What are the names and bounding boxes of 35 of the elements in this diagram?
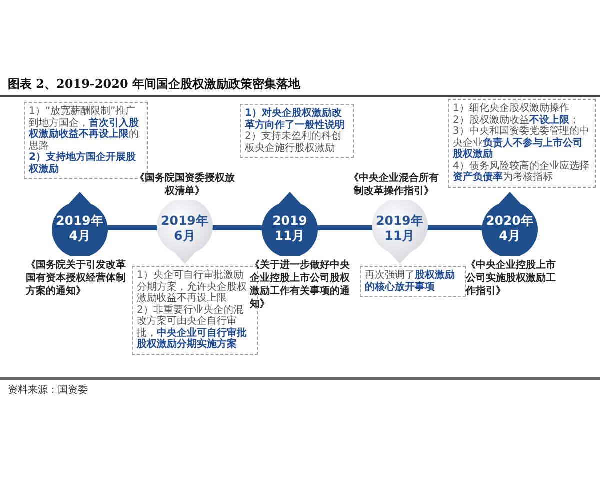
note-text: 2）股权激励收益不设上限； xyxy=(453,114,580,126)
document-title: 《国务院关于引发改革国有资本授权经营体制方案的通知》 xyxy=(26,259,126,298)
note-text: 3）中央和国资委党委管理的中央企业负责人不参与上市公司股权激励 xyxy=(453,126,590,160)
date-label: 2019年 11月 xyxy=(375,213,425,243)
document-title: 《中央企业控股上市公司实施股权激励工作指引》 xyxy=(466,259,557,298)
note-text: 再次强调了股权激励的核心放开事项 xyxy=(365,270,456,293)
date-label: 2020年 4月 xyxy=(485,213,535,243)
document-title: 《中央企业混合所有制改革操作指引》 xyxy=(348,172,440,198)
timeline-line xyxy=(212,226,263,230)
note-text: 1）对央企股权激励改革方向作了一般性说明 xyxy=(245,108,346,130)
date-marker xyxy=(156,200,214,264)
timeline-line xyxy=(427,226,483,230)
note-box xyxy=(240,104,354,158)
date-marker xyxy=(261,192,319,256)
note-text: 4）债务风险较高的企业应选择资产负债率为考核指标 xyxy=(453,160,590,184)
note-text: 2）支持地方国企开展股权激励 xyxy=(29,152,137,175)
note-box xyxy=(448,99,596,188)
date-label: 2019年 4月 xyxy=(55,213,105,243)
note-text: 2）支持未盈利的科创板央企施行股权激励 xyxy=(245,131,342,154)
source-note: 资料来源：国资委 xyxy=(8,384,88,397)
date-marker xyxy=(371,200,429,264)
document-title: 《国务院国资委授权放权清单》 xyxy=(134,172,236,198)
note-text: 1）细化央企股权激励操作 xyxy=(453,103,570,114)
timeline-line xyxy=(107,226,158,230)
note-box xyxy=(360,266,466,297)
document-title: 《关于进一步做好中央企业控股上市公司股权激励工作有关事项的通知》 xyxy=(250,259,351,311)
chart-title: 图表 2、2019-2020 年间国企股权激励政策密集落地 xyxy=(8,76,300,93)
note-text: 2）非重要行业央企的混改方案可由央企自行审批，中央企业可自行审批股权激励分期实施方案 xyxy=(137,304,248,350)
date-marker xyxy=(481,192,539,256)
timeline-line xyxy=(317,226,373,230)
note-text: 1）央企可自行审批激励分期方案，允许央企股权激励收益不再设上限 xyxy=(137,270,248,304)
note-text: 1）“放宽薪酬限制”推广到地方国企，首次引入股权激励收益不再设上限的思路 xyxy=(29,106,140,152)
date-label: 2019年 6月 xyxy=(160,213,210,243)
date-label: 2019 11月 xyxy=(272,213,308,243)
date-marker xyxy=(51,192,109,256)
